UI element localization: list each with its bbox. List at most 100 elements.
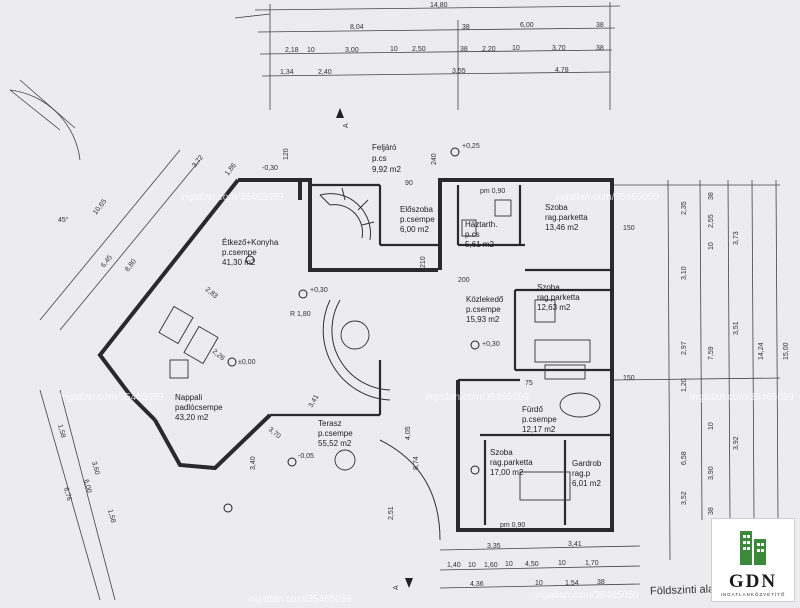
- dim-top-total: 14,80: [430, 2, 448, 9]
- dim-bottom-2-4: 4,50: [525, 561, 539, 568]
- dim-right-2-6: 38: [708, 507, 715, 515]
- mark-210: 210: [420, 256, 427, 268]
- room-name-szoba2: Szoba: [537, 283, 560, 292]
- dim-side-4: 3,72: [191, 154, 205, 169]
- top-dimension-texts: 14,80 8,04 38 6,00 38 2,18 10 3,00 10 2,…: [280, 2, 604, 76]
- room-floor-gardrob: rag.p: [572, 469, 591, 478]
- level-texts: -0,30 +0,25 +0,30 +0,30 ±0,00 -0,05: [238, 143, 500, 460]
- dim-right-3-2: 3,92: [733, 436, 740, 450]
- section-letters: A A: [343, 123, 400, 590]
- dim-side-angle: 45°: [58, 216, 69, 224]
- dim-right-1-0: 2,35: [681, 201, 688, 215]
- room-name-furdo: Fürdő: [522, 405, 543, 414]
- dim-side-13: 3,41: [308, 394, 321, 409]
- room-area-eloszoba: 6,00 m2: [400, 225, 429, 234]
- dim-bottom-2-6: 1,70: [585, 560, 599, 567]
- dim-side-16: 8,74: [413, 456, 420, 470]
- dim-side-8: 3,60: [90, 461, 100, 476]
- room-area-szoba2: 12,63 m2: [537, 303, 571, 312]
- dim-bottom-2-5: 10: [558, 560, 566, 567]
- dim-top-3-0: 2,18: [285, 47, 299, 54]
- dim-side-5: 1,86: [224, 162, 238, 177]
- dim-bottom-3-0: 4,36: [470, 581, 484, 588]
- room-name-szoba3: Szoba: [490, 448, 513, 457]
- interior-walls: [270, 183, 612, 525]
- right-dimension-texts: 2,35 3,10 2,97 1,20 6,58 3,52 38 2,55 10…: [681, 192, 790, 515]
- dim-bottom-1-1: 3,41: [568, 541, 582, 548]
- room-floor-feljaro: p.cs: [372, 154, 387, 163]
- mark-150-a: 150: [623, 225, 635, 232]
- dim-right-1-5: 3,52: [681, 491, 688, 505]
- dim-top-2-0: 8,04: [350, 24, 364, 31]
- room-area-szoba3: 17,00 m2: [490, 468, 524, 477]
- dim-right-5-0: 15,00: [783, 342, 790, 360]
- dim-top-3-6: 2,20: [482, 46, 496, 53]
- furniture: [158, 199, 601, 501]
- room-name-gardrob: Gardrob: [572, 459, 602, 468]
- dim-right-3-0: 3,73: [733, 231, 740, 245]
- mark-150-b: 150: [623, 375, 635, 382]
- room-floor-szoba2: rag.parketta: [537, 293, 580, 302]
- room-name-terasz: Terasz: [318, 419, 342, 428]
- mark-120: 120: [283, 148, 290, 160]
- level-plus-030-b: +0,30: [482, 341, 500, 348]
- watermark-2: ingatlan.com/35465059: [555, 192, 659, 203]
- dim-right-2-4: 10: [708, 422, 715, 430]
- mark-pm-b: pm 0,90: [500, 522, 525, 529]
- dim-right-1-3: 1,20: [681, 378, 688, 392]
- dim-side-15: 4,05: [405, 426, 412, 440]
- room-floor-kozlekedo: p.csempe: [466, 305, 501, 314]
- exterior-walls: [97, 178, 614, 532]
- spiral-staircase: [319, 187, 375, 241]
- room-floor-etkezo: p.csempe: [222, 248, 257, 257]
- dim-top-3-8: 3,70: [552, 45, 566, 52]
- dim-side-3: 8,80: [124, 258, 138, 273]
- mark-240: 240: [431, 153, 438, 165]
- dim-bottom-2-3: 10: [505, 561, 513, 568]
- dim-right-1-1: 3,10: [681, 266, 688, 280]
- mark-pm-a: pm 0,90: [480, 188, 505, 195]
- dim-top-3-7: 10: [512, 45, 520, 52]
- watermark-6: ingatlan.com/35465059: [248, 594, 352, 605]
- dim-top-3-4: 2,50: [412, 46, 426, 53]
- dim-top-2-2: 6,00: [520, 22, 534, 29]
- dim-right-3-1: 3,51: [733, 321, 740, 335]
- dim-right-1-2: 2,97: [681, 341, 688, 355]
- bottom-dimension-texts: 3,35 3,41 1,40 10 1,60 10 4,50 10 1,70 4…: [447, 541, 605, 588]
- room-area-nappali: 43,20 m2: [175, 413, 209, 422]
- room-name-nappali: Nappali: [175, 393, 202, 402]
- dim-side-12: 2,26: [211, 348, 226, 362]
- building-icon: [740, 531, 766, 565]
- section-letter-top: A: [343, 123, 350, 128]
- dim-side-14: 3,70: [267, 426, 282, 440]
- dim-top-2-1: 38: [462, 24, 470, 31]
- dim-right-2-5: 3,90: [708, 466, 715, 480]
- room-floor-eloszoba: p.csempe: [400, 215, 435, 224]
- room-area-etkezo: 41,30 m2: [222, 258, 256, 267]
- top-dimension-lines: [234, 2, 621, 110]
- dim-right-1-4: 6,58: [681, 451, 688, 465]
- dim-side-10: 6,76: [62, 487, 72, 502]
- room-name-szoba1: Szoba: [545, 203, 568, 212]
- dim-top-3-9: 38: [596, 45, 604, 52]
- dim-side-11: 1,58: [106, 509, 116, 524]
- dim-bottom-2-2: 1,60: [484, 562, 498, 569]
- dim-side-1: 10,65: [92, 198, 108, 216]
- room-floor-nappali: padlócsempe: [175, 403, 223, 412]
- room-floor-szoba1: rag.parketta: [545, 213, 588, 222]
- watermark-3: ingatlan.com/35465059: [60, 392, 164, 403]
- level-zero: ±0,00: [238, 359, 256, 366]
- dim-top-4-0: 1,34: [280, 69, 294, 76]
- dim-side-17: 2,51: [388, 506, 395, 520]
- agency-logo: GDN INGATLANKÖZVETÍTŐ: [711, 518, 795, 602]
- room-name-kozlekedo: Közlekedő: [466, 295, 504, 304]
- section-arrows: [336, 108, 413, 588]
- watermark-7: ingatlan.com/35465059: [535, 590, 639, 601]
- terrace-curve: [322, 299, 441, 541]
- room-area-haztarth: 5,61 m2: [465, 240, 494, 249]
- level-minus-030: -0,30: [262, 165, 278, 172]
- section-letter-bottom: A: [393, 585, 400, 590]
- bottom-dimension-lines: [439, 545, 641, 589]
- mark-radius: R 1,80: [290, 311, 311, 318]
- room-name-etkezo: Étkező+Konyha: [222, 238, 279, 247]
